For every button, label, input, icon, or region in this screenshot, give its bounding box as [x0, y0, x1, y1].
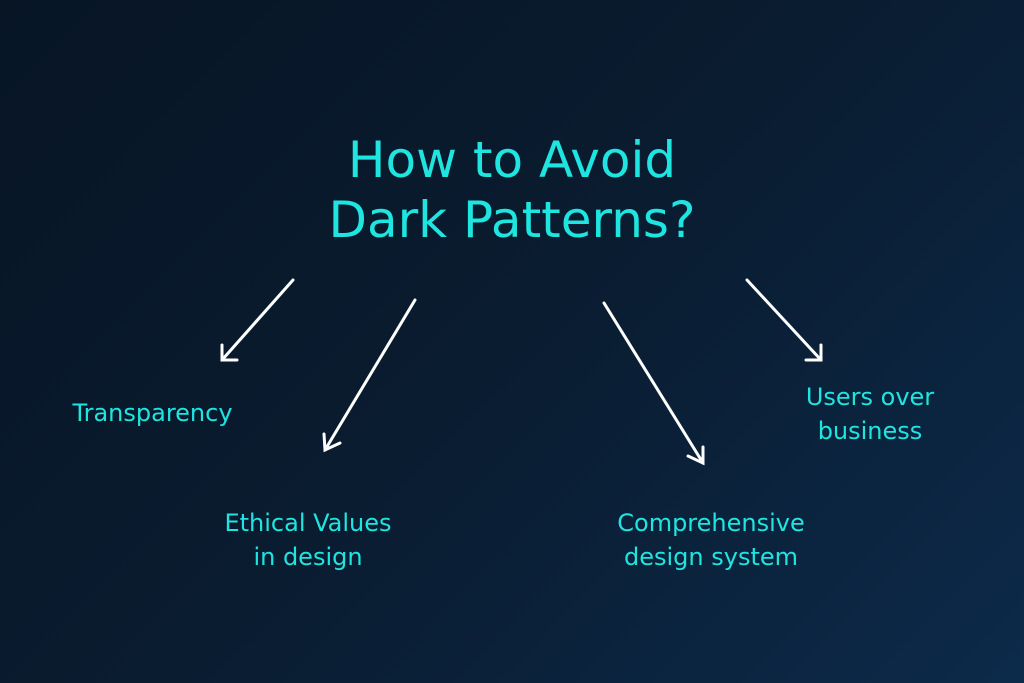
- item-users-over-business: Users over business: [780, 380, 960, 448]
- item-label-line-1: Comprehensive: [617, 509, 805, 537]
- title-line-2: Dark Patterns?: [328, 191, 696, 249]
- arrow-transparency: [220, 278, 295, 362]
- title-line-1: How to Avoid: [347, 131, 677, 189]
- item-transparency: Transparency: [40, 396, 265, 430]
- diagram-title: How to Avoid Dark Patterns?: [262, 130, 762, 250]
- arrow-users-over-business: [745, 278, 823, 362]
- item-label-line-2: design system: [623, 543, 798, 571]
- item-label: Transparency: [72, 399, 233, 427]
- arrow-ethical-values: [322, 298, 417, 453]
- item-label-line-1: Ethical Values: [224, 509, 392, 537]
- item-label-line-2: business: [817, 417, 923, 445]
- item-label-line-1: Users over: [805, 383, 935, 411]
- arrow-comprehensive-design: [602, 301, 705, 466]
- item-comprehensive-design: Comprehensive design system: [580, 506, 842, 574]
- item-label-line-2: in design: [253, 543, 363, 571]
- item-ethical-values: Ethical Values in design: [188, 506, 428, 574]
